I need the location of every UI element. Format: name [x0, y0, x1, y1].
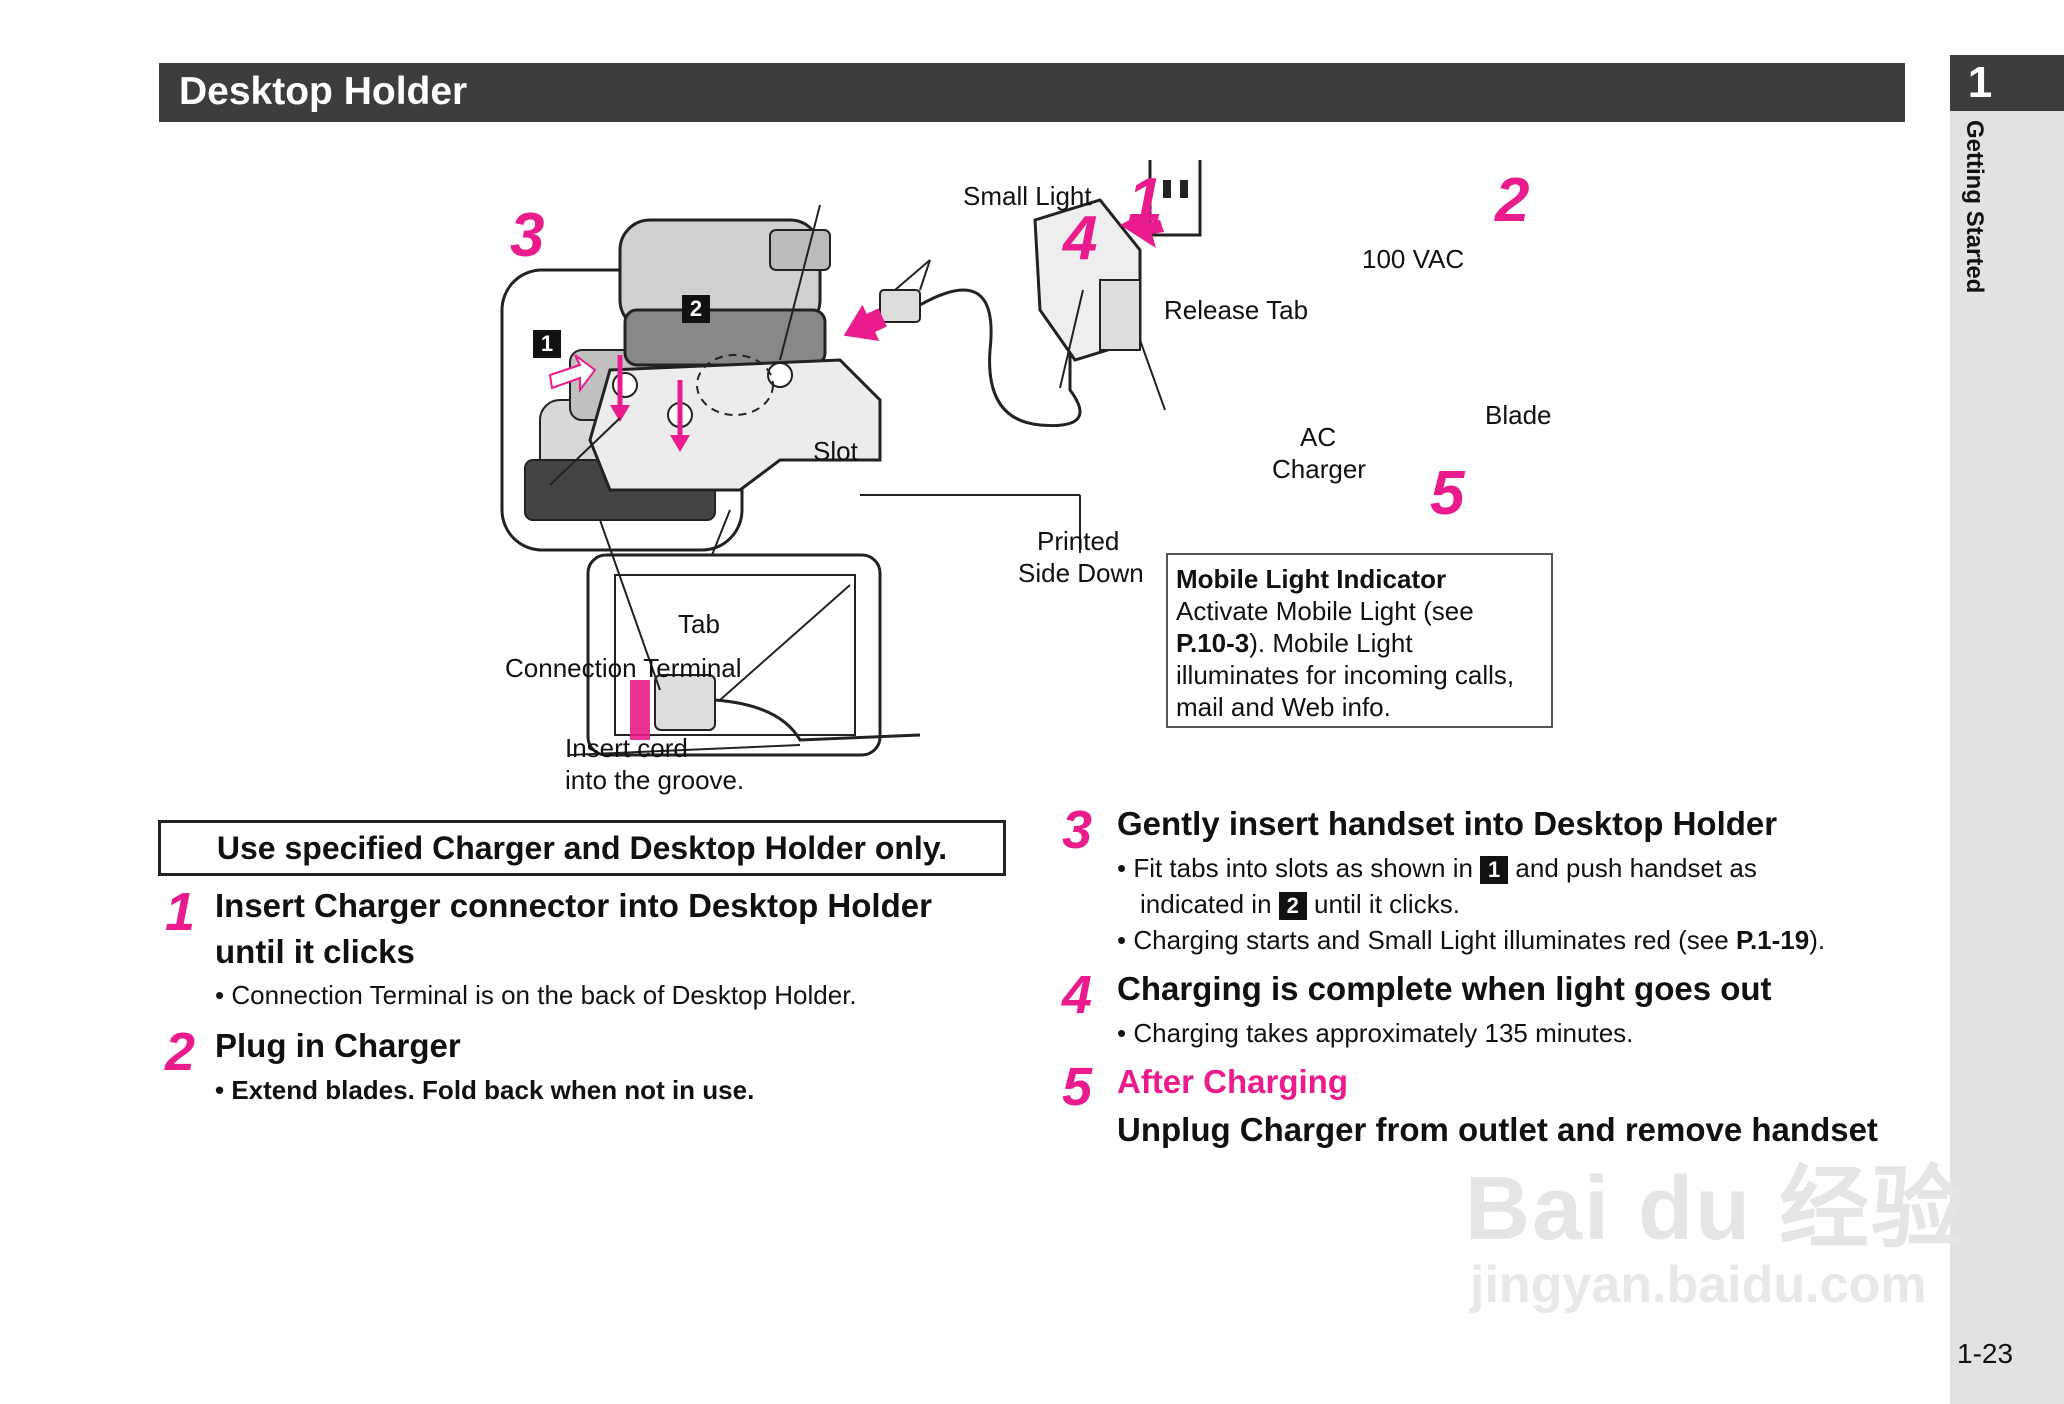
ref-marker-1: 1 [1480, 856, 1509, 884]
step-3-ref[interactable]: P.1-19 [1735, 925, 1810, 955]
inset-arrow-1 [548, 354, 597, 393]
label-into-groove: into the groove. [565, 765, 745, 795]
diagram-marker-1: 1 [1128, 166, 1163, 235]
watermark-logo: Bai du 经验 [1465, 1159, 1964, 1259]
inset-marker-1: 1 [533, 330, 561, 358]
diagram-marker-4: 4 [1063, 204, 1098, 273]
label-charger: Charger [1272, 454, 1366, 484]
step-4-number: 4 [1062, 965, 1093, 1025]
charger-connector [879, 289, 921, 323]
step-3-bullet-1-line2: indicated in 2 until it clicks. [1140, 889, 1460, 920]
chapter-side-strip [1950, 55, 2064, 1404]
label-side-down: Side Down [1018, 558, 1144, 588]
label-insert-cord: Insert cord [565, 733, 688, 763]
page-title: Desktop Holder [179, 70, 468, 113]
label-release-tab: Release Tab [1164, 295, 1309, 325]
step-5-title: After Charging [1117, 1063, 1348, 1100]
step-1-title-line1: Insert Charger connector into Desktop Ho… [215, 887, 932, 924]
chapter-tab [1950, 55, 2064, 111]
info-box-ref[interactable]: P.10-3 [1176, 628, 1250, 658]
label-ac: AC [1300, 422, 1337, 452]
step-5-subtitle: Unplug Charger from outlet and remove ha… [1117, 1111, 1878, 1148]
connector-arrow [843, 304, 887, 342]
info-box-line3: illuminates for incoming calls, [1176, 660, 1515, 690]
step-4-title: Charging is complete when light goes out [1117, 970, 1772, 1007]
diagram-marker-5: 5 [1430, 459, 1465, 528]
step-3-bullet-1: • Fit tabs into slots as shown in 1 and … [1117, 853, 1757, 884]
step-1-bullet: • Connection Terminal is on the back of … [215, 980, 857, 1010]
step-3-number: 3 [1062, 800, 1093, 860]
diagram-marker-2: 2 [1495, 166, 1530, 235]
step-3-bullet-2: • Charging starts and Small Light illumi… [1117, 925, 1826, 955]
printed-side-circle [696, 354, 774, 416]
info-box-title: Mobile Light Indicator [1176, 564, 1447, 594]
ref-marker-2: 2 [1278, 892, 1307, 920]
step-2-number: 2 [165, 1022, 196, 1082]
diagram-marker-3: 3 [510, 201, 545, 270]
step-4-bullet: • Charging takes approximately 135 minut… [1117, 1018, 1634, 1048]
label-100-vac: 100 VAC [1362, 244, 1465, 274]
label-printed: Printed [1037, 526, 1120, 556]
label-slot: Slot [813, 436, 858, 466]
chapter-label: Getting Started [1961, 120, 1988, 294]
step-3-title: Gently insert handset into Desktop Holde… [1117, 805, 1778, 842]
info-box-line2: P.10-3). Mobile Light [1176, 628, 1413, 658]
label-tab: Tab [678, 609, 720, 639]
section-header-bar [159, 63, 1905, 122]
step-1-title-line2: until it clicks [215, 933, 415, 970]
step-2-bullet: • Extend blades. Fold back when not in u… [215, 1075, 755, 1105]
holder-base [588, 358, 882, 492]
inset-marker-2: 2 [682, 295, 710, 323]
mobile-light-info-box: Mobile Light Indicator Activate Mobile L… [1166, 553, 1553, 728]
plug-arrow [1120, 208, 1164, 248]
warning-box: Use specified Charger and Desktop Holder… [158, 820, 1006, 876]
step-2-title: Plug in Charger [215, 1027, 461, 1064]
watermark-url: jingyan.baidu.com [1470, 1256, 1927, 1314]
desktop-holder-illustration [500, 160, 1202, 757]
step-1-number: 1 [165, 882, 196, 942]
chapter-number: 1 [1967, 58, 1993, 107]
info-box-line4: mail and Web info. [1176, 692, 1391, 722]
charger-cord [919, 288, 1082, 428]
label-small-light: Small Light [963, 181, 1092, 211]
label-blade: Blade [1485, 400, 1552, 430]
info-box-line1: Activate Mobile Light (see [1176, 596, 1474, 626]
page-number: 1-23 [1957, 1338, 2014, 1369]
label-connection-terminal: Connection Terminal [505, 653, 742, 683]
step-5-number: 5 [1062, 1057, 1093, 1117]
